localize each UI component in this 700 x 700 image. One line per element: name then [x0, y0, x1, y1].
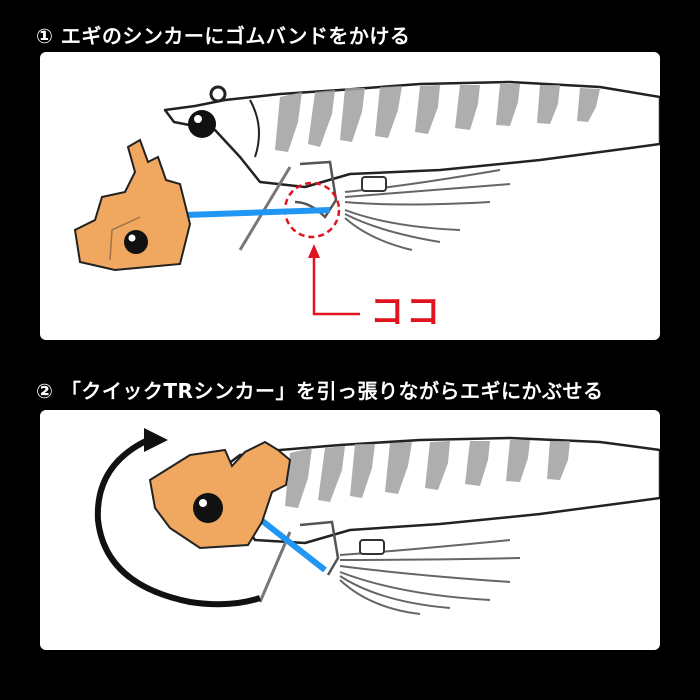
egi-lure-body — [209, 436, 660, 545]
sinker — [73, 138, 192, 272]
sinker-eye-icon — [193, 493, 223, 523]
egi-eye-icon — [188, 110, 216, 138]
here-label: ココ — [370, 292, 442, 332]
egi-lure-body — [163, 80, 660, 189]
step-1-illustration: ココ — [40, 52, 660, 340]
arrow-up-icon — [308, 244, 320, 258]
step-2-title: ② 「クイックTRシンカー」を引っ張りながらエギにかぶせる — [36, 379, 604, 403]
sinker-eye-icon — [124, 230, 148, 254]
step-2-illustration — [40, 410, 660, 650]
sinker — [148, 440, 292, 550]
rotate-arrow — [94, 437, 261, 608]
arrow-head-icon — [144, 428, 168, 452]
step-1-title: ① エギのシンカーにゴムバンドをかける — [36, 24, 411, 48]
